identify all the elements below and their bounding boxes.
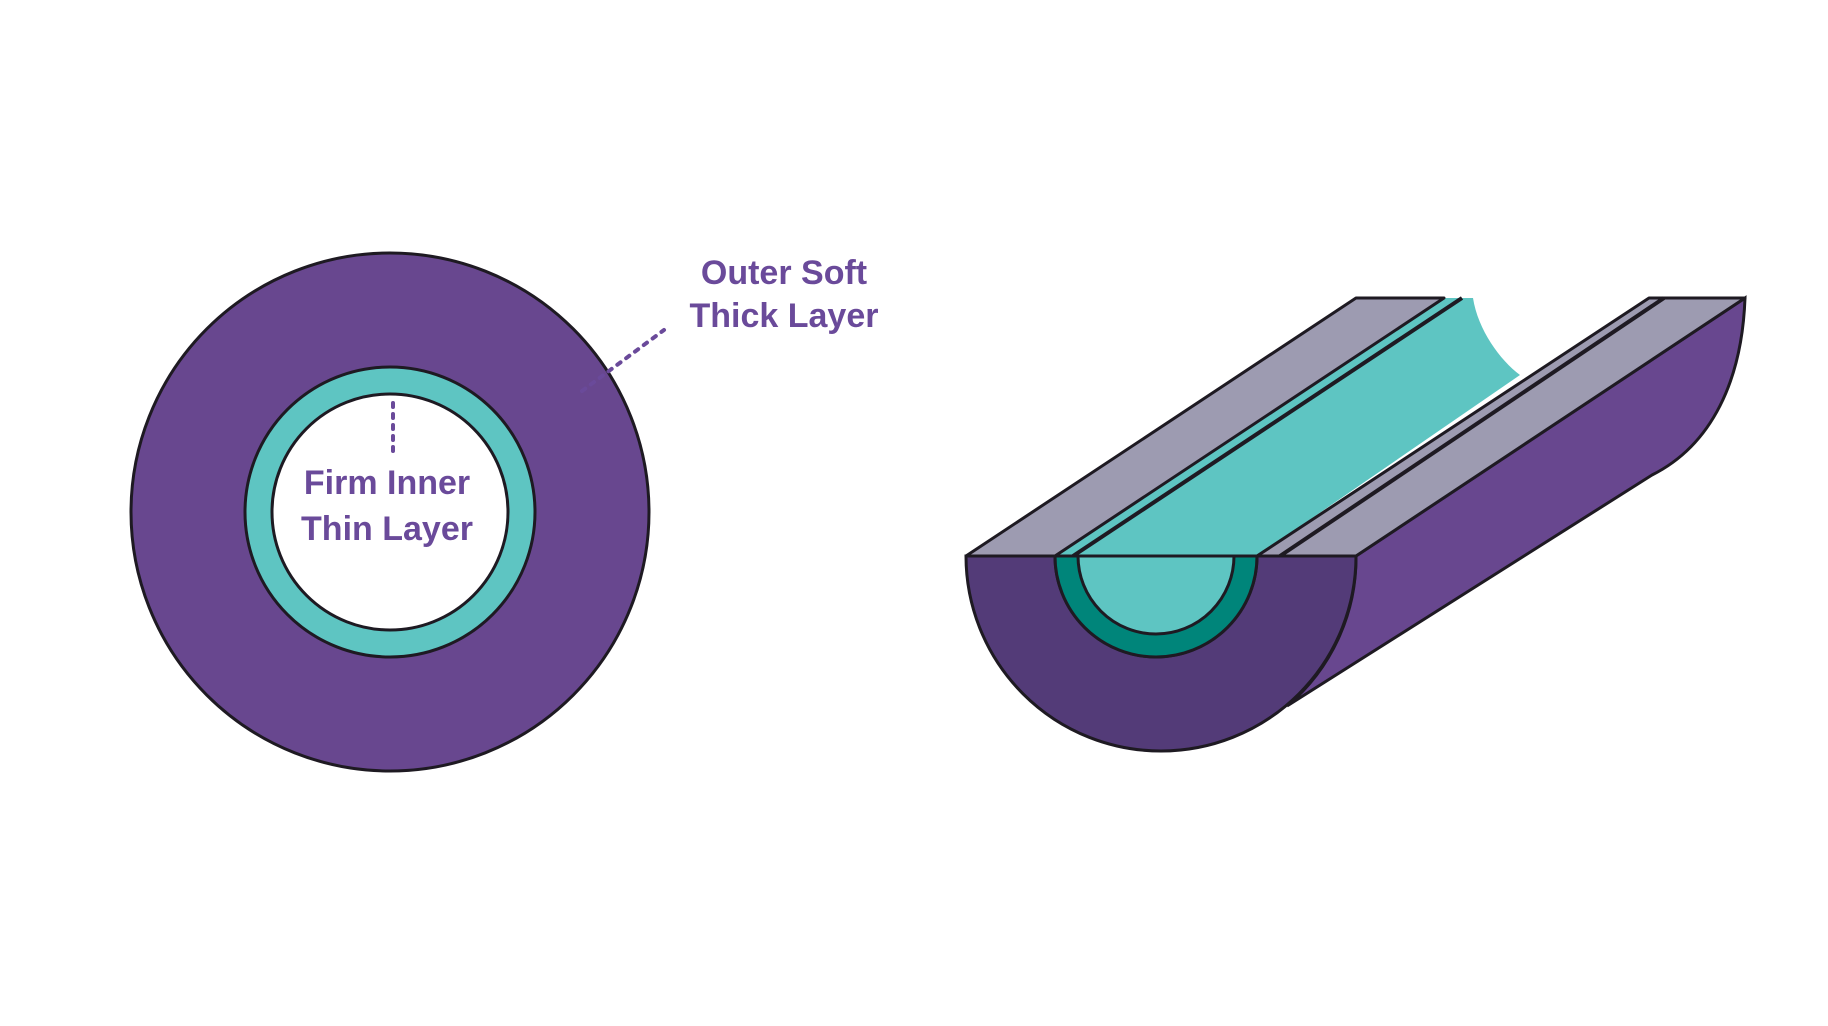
outer-layer-label-line1: Outer Soft (701, 254, 867, 292)
inner-layer-label-line1: Firm Inner (304, 464, 470, 502)
inner-channel-surface (1055, 298, 1520, 657)
inner-layer-label-line2: Thin Layer (301, 510, 473, 548)
right-inner-edge-line (1278, 296, 1666, 558)
cutaway-3d-view (964, 295, 1747, 753)
outer-layer-label-line2: Thick Layer (690, 297, 879, 335)
left-inner-edge-line (1071, 296, 1464, 558)
cross-section-view: Outer Soft Thick Layer Firm Inner Thin L… (129, 251, 879, 773)
hollow-core (270, 392, 510, 632)
